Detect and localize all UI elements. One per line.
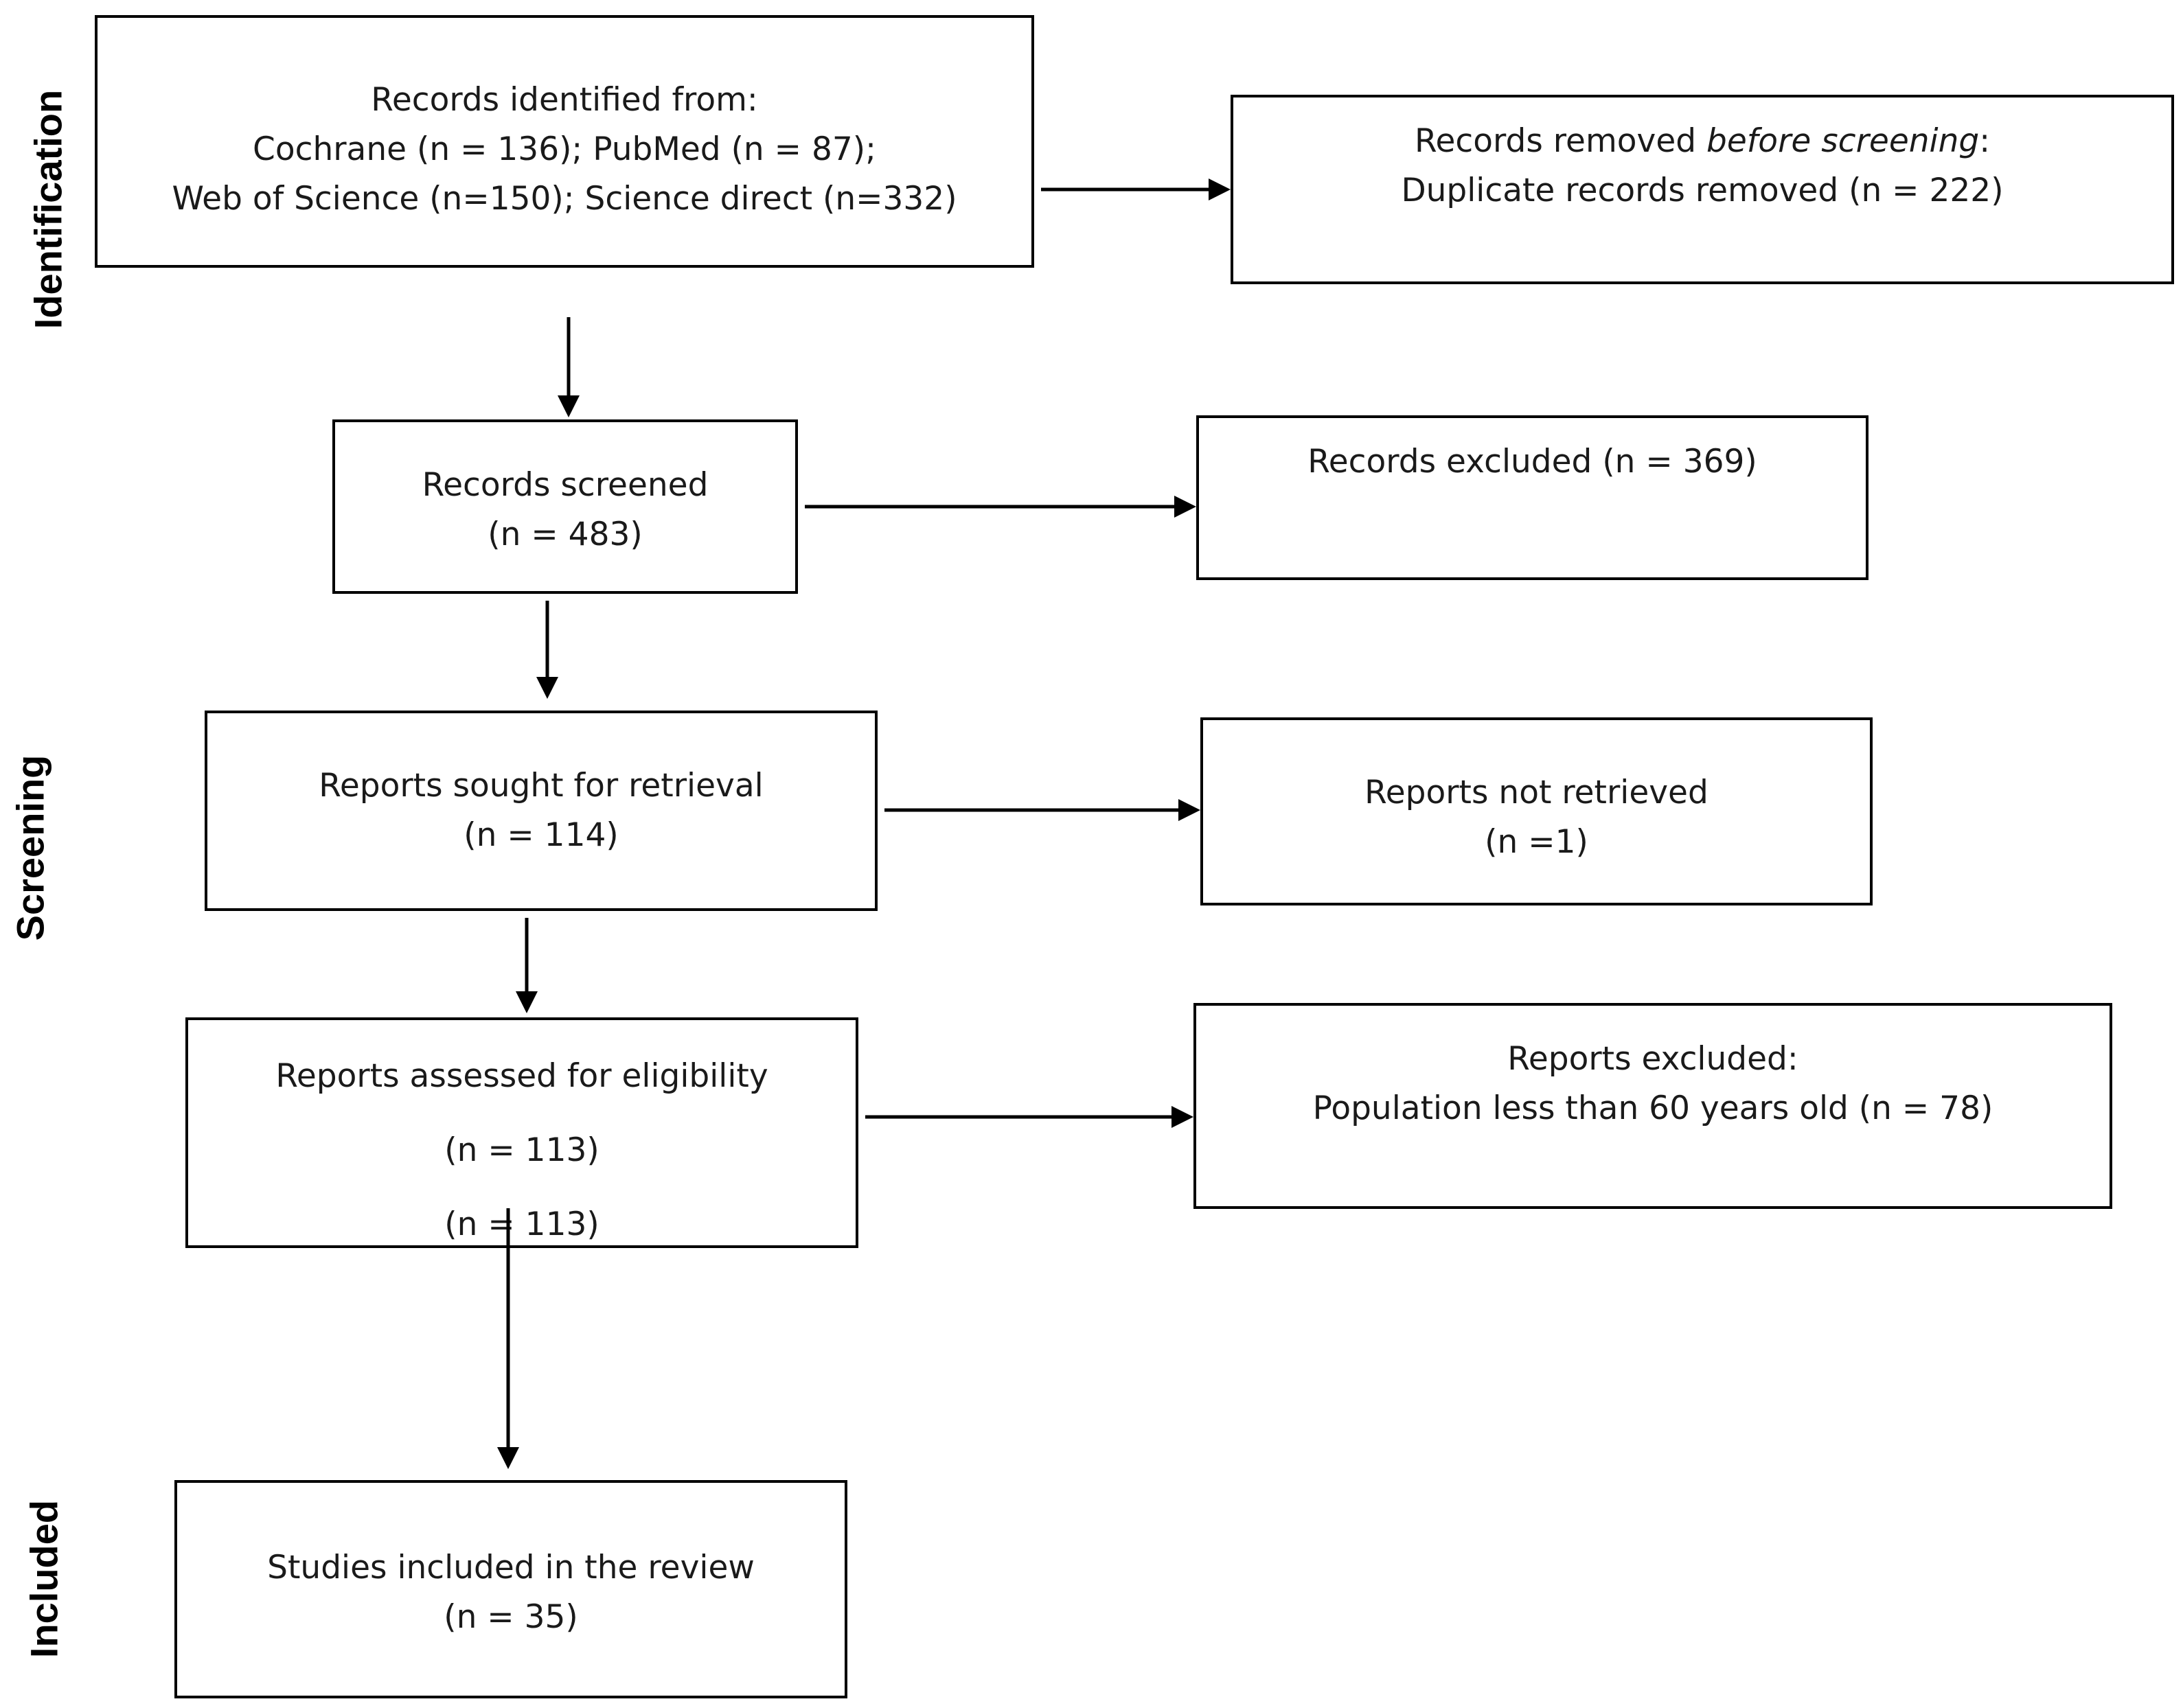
- reports-sought-count: (n = 114): [464, 816, 619, 854]
- phase-label-included: Included: [22, 1499, 66, 1659]
- reports-assessed-count-duplicate: (n = 113): [444, 1205, 599, 1243]
- records-removed-heading-prefix: Records removed: [1414, 122, 1707, 160]
- arrowhead-assessed: [516, 991, 538, 1013]
- records-identified-sources-1: Cochrane (n = 136); PubMed (n = 87);: [253, 130, 876, 168]
- arrowhead-excluded-records: [1174, 496, 1196, 518]
- records-excluded-box: Records excluded (n = 369): [1196, 415, 1868, 580]
- arrowhead-excluded-reports: [1171, 1106, 1193, 1128]
- records-screened-box: Records screened (n = 483): [332, 419, 798, 594]
- records-removed-box: [1231, 95, 2174, 284]
- records-removed-heading-suffix: :: [1979, 122, 1991, 160]
- arrowhead-removed: [1209, 178, 1231, 200]
- reports-assessed-label: Reports assessed for eligibility: [275, 1057, 768, 1095]
- reports-sought-label: Reports sought for retrieval: [319, 767, 764, 805]
- reports-sought-box: Reports sought for retrieval (n = 114): [205, 711, 878, 911]
- reports-assessed-box: Reports assessed for eligibility (n = 11…: [185, 1017, 858, 1248]
- reports-not-retrieved-count: (n =1): [1485, 823, 1588, 861]
- records-removed-heading-italic: before screening: [1706, 122, 1980, 160]
- studies-included-count: (n = 35): [444, 1598, 578, 1636]
- arrowhead-sought: [536, 677, 558, 699]
- reports-not-retrieved-label: Reports not retrieved: [1364, 774, 1708, 811]
- records-identified-box: Records identified from: Cochrane (n = 1…: [95, 15, 1034, 268]
- records-screened-count: (n = 483): [488, 516, 643, 553]
- records-excluded-label: Records excluded (n = 369): [1307, 443, 1757, 481]
- reports-not-retrieved-box: Reports not retrieved (n =1): [1200, 717, 1873, 905]
- arrowhead-included: [497, 1447, 519, 1469]
- records-identified-sources-2: Web of Science (n=150); Science direct (…: [172, 180, 957, 218]
- reports-excluded-heading: Reports excluded:: [1507, 1040, 1798, 1078]
- arrowhead-not-retrieved: [1178, 799, 1200, 821]
- reports-excluded-reason: Population less than 60 years old (n = 7…: [1312, 1089, 1993, 1127]
- records-removed-duplicates: Duplicate records removed (n = 222): [1401, 172, 2004, 209]
- phase-label-identification: Identification: [26, 89, 70, 330]
- studies-included-box: Studies included in the review (n = 35): [174, 1480, 847, 1698]
- arrowhead-screened: [558, 395, 580, 417]
- phase-label-screening: Screening: [8, 754, 52, 941]
- records-removed-heading: Records removed before screening:: [1233, 117, 2171, 166]
- records-screened-label: Records screened: [422, 466, 709, 504]
- studies-included-label: Studies included in the review: [267, 1549, 755, 1586]
- reports-assessed-count: (n = 113): [444, 1131, 599, 1169]
- records-removed-box-content: Records removed before screening: Duplica…: [1231, 95, 2174, 284]
- reports-excluded-box: Reports excluded: Population less than 6…: [1193, 1003, 2112, 1209]
- records-identified-heading: Records identified from:: [371, 81, 758, 119]
